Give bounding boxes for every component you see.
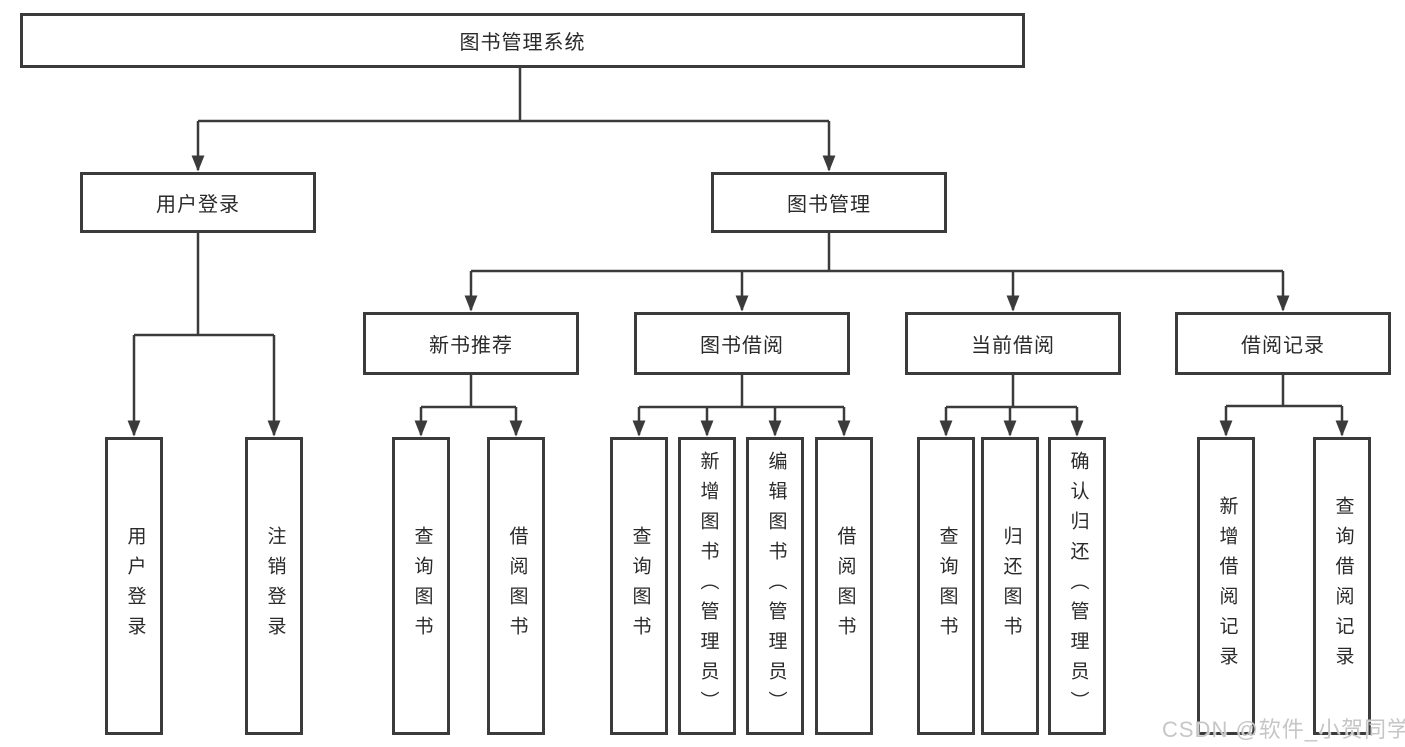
node-label: 借阅图书 bbox=[506, 526, 528, 646]
node-new-book-recommend: 新书推荐 bbox=[363, 312, 579, 375]
leaf-borrow-books: 借阅图书 bbox=[815, 437, 873, 735]
node-user-login-branch: 用户登录 bbox=[80, 172, 316, 233]
node-borrowing-records: 借阅记录 bbox=[1175, 312, 1391, 375]
node-label: 新增借阅记录 bbox=[1216, 496, 1238, 676]
node-label: 当前借阅 bbox=[971, 335, 1055, 357]
node-label: 归还图书 bbox=[1000, 526, 1022, 646]
node-label: 确认归还（管理员） bbox=[1067, 451, 1089, 721]
node-label: 新增图书（管理员） bbox=[697, 451, 719, 721]
leaf-query-books-newbook: 查询图书 bbox=[392, 437, 450, 735]
node-root-library-system: 图书管理系统 bbox=[20, 13, 1025, 68]
leaf-query-books-current: 查询图书 bbox=[917, 437, 975, 735]
node-label: 查询图书 bbox=[936, 526, 958, 646]
node-label: 注销登录 bbox=[264, 526, 286, 646]
node-current-borrowing: 当前借阅 bbox=[905, 312, 1121, 375]
node-book-borrowing: 图书借阅 bbox=[634, 312, 850, 375]
node-label: 图书管理系统 bbox=[459, 32, 586, 54]
leaf-confirm-return-admin: 确认归还（管理员） bbox=[1048, 437, 1106, 735]
leaf-user-login: 用户登录 bbox=[105, 437, 163, 735]
node-label: 编辑图书（管理员） bbox=[765, 451, 787, 721]
leaf-logout: 注销登录 bbox=[245, 437, 303, 735]
node-label: 用户登录 bbox=[156, 194, 240, 216]
node-label: 用户登录 bbox=[124, 526, 146, 646]
node-label: 图书借阅 bbox=[700, 335, 784, 357]
leaf-add-books-admin: 新增图书（管理员） bbox=[678, 437, 736, 735]
leaf-edit-books-admin: 编辑图书（管理员） bbox=[746, 437, 804, 735]
leaf-query-borrow-record: 查询借阅记录 bbox=[1313, 437, 1371, 735]
csdn-watermark: CSDN @软件_小贺同学 bbox=[1162, 717, 1405, 742]
node-label: 新书推荐 bbox=[429, 335, 513, 357]
node-label: 借阅图书 bbox=[834, 526, 856, 646]
leaf-borrow-books-newbook: 借阅图书 bbox=[487, 437, 545, 735]
node-book-management-branch: 图书管理 bbox=[711, 172, 947, 233]
node-label: 查询图书 bbox=[411, 526, 433, 646]
node-label: 查询图书 bbox=[629, 526, 651, 646]
node-label: 图书管理 bbox=[787, 194, 871, 216]
leaf-add-borrow-record: 新增借阅记录 bbox=[1197, 437, 1255, 735]
node-label: 查询借阅记录 bbox=[1332, 496, 1354, 676]
leaf-return-books: 归还图书 bbox=[981, 437, 1039, 735]
node-label: 借阅记录 bbox=[1241, 335, 1325, 357]
leaf-query-books-borrow: 查询图书 bbox=[610, 437, 668, 735]
